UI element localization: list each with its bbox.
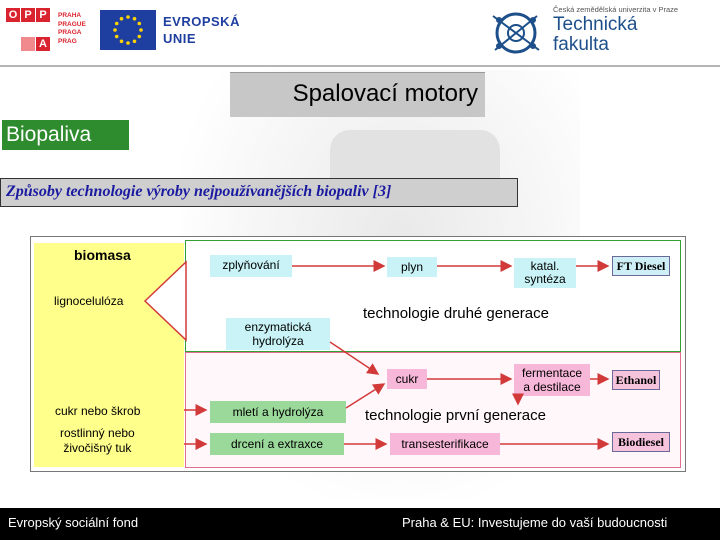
- sugar-box: cukr: [387, 369, 427, 389]
- biomass-label: biomasa: [74, 247, 131, 263]
- enzymatic-hydrolysis-box: enzymatická hydrolýza: [226, 318, 330, 350]
- subtitle-background: [0, 178, 518, 207]
- fermentation-line: fermentace: [521, 366, 583, 380]
- second-generation-label: technologie druhé generace: [363, 305, 549, 322]
- oppa-letter: O: [6, 8, 20, 22]
- milling-hydrolysis-box: mletí a hydrolýza: [210, 401, 346, 423]
- footer-bar: [0, 508, 720, 540]
- gas-box: plyn: [387, 257, 437, 277]
- header-divider: [0, 65, 720, 67]
- catalytic-line: katal.: [530, 259, 560, 273]
- eu-logo-text: EVROPSKÁ UNIE: [163, 13, 240, 47]
- page-title: Spalovací motory: [292, 80, 478, 107]
- faculty-name: Technická fakulta: [553, 15, 638, 55]
- praha-word: PRAHA: [58, 12, 82, 19]
- gasification-box: zplyňování: [210, 255, 292, 277]
- ft-diesel-product: FT Diesel: [612, 256, 670, 276]
- oil-fat-label: rostlinný nebo živočišný tuk: [60, 426, 135, 456]
- oppa-letter: P: [36, 8, 50, 22]
- first-generation-label: technologie první generace: [365, 407, 546, 424]
- oil-fat-line: rostlinný nebo: [60, 426, 135, 440]
- faculty-word: fakulta: [553, 34, 609, 55]
- biodiesel-product: Biodiesel: [612, 432, 670, 452]
- praha-word: PRAG: [58, 37, 77, 45]
- technical-faculty-logo-icon: [487, 8, 545, 58]
- faculty-word: Technická: [553, 14, 638, 35]
- enzymatic-line: hydrolýza: [252, 334, 304, 348]
- eu-word: EVROPSKÁ: [163, 14, 240, 29]
- catalytic-line: syntéza: [524, 272, 566, 286]
- sugar-starch-label: cukr nebo škrob: [55, 404, 141, 418]
- praha-logo-text: PRAHA PRAGUE PRAGA PRAG: [58, 12, 98, 46]
- enzymatic-line: enzymatická: [244, 320, 312, 334]
- oppa-logo: O P P A: [6, 8, 52, 52]
- praha-word: PRAGA: [58, 29, 82, 36]
- fermentation-line: a destilace: [523, 380, 581, 394]
- university-name: Česká zemědělská univerzita v Praze: [553, 5, 679, 14]
- catalytic-synthesis-box: katal. syntéza: [514, 258, 576, 288]
- oppa-letter: P: [21, 8, 35, 22]
- eu-flag-icon: [100, 10, 156, 50]
- oil-fat-line: živočišný tuk: [63, 441, 132, 455]
- oppa-letter: A: [36, 37, 50, 51]
- slide-subtitle: Způsoby technologie výroby nejpoužívaněj…: [6, 183, 392, 200]
- biomass-column: [34, 243, 184, 467]
- footer-left-text: Evropský sociální fond: [8, 515, 139, 530]
- ethanol-product: Ethanol: [612, 370, 660, 390]
- title-background: [230, 72, 485, 117]
- footer-right-text: Praha & EU: Investujeme do vaší budoucno…: [402, 515, 668, 530]
- eu-word: UNIE: [163, 31, 197, 46]
- section-label: Biopaliva: [2, 120, 129, 150]
- praha-word: PRAGUE: [58, 20, 86, 28]
- transesterification-box: transesterifikace: [390, 433, 500, 455]
- crushing-extraction-box: drcení a extraxce: [210, 433, 344, 455]
- lignocellulose-label: lignocelulóza: [54, 294, 124, 308]
- fermentation-box: fermentace a destilace: [514, 364, 590, 396]
